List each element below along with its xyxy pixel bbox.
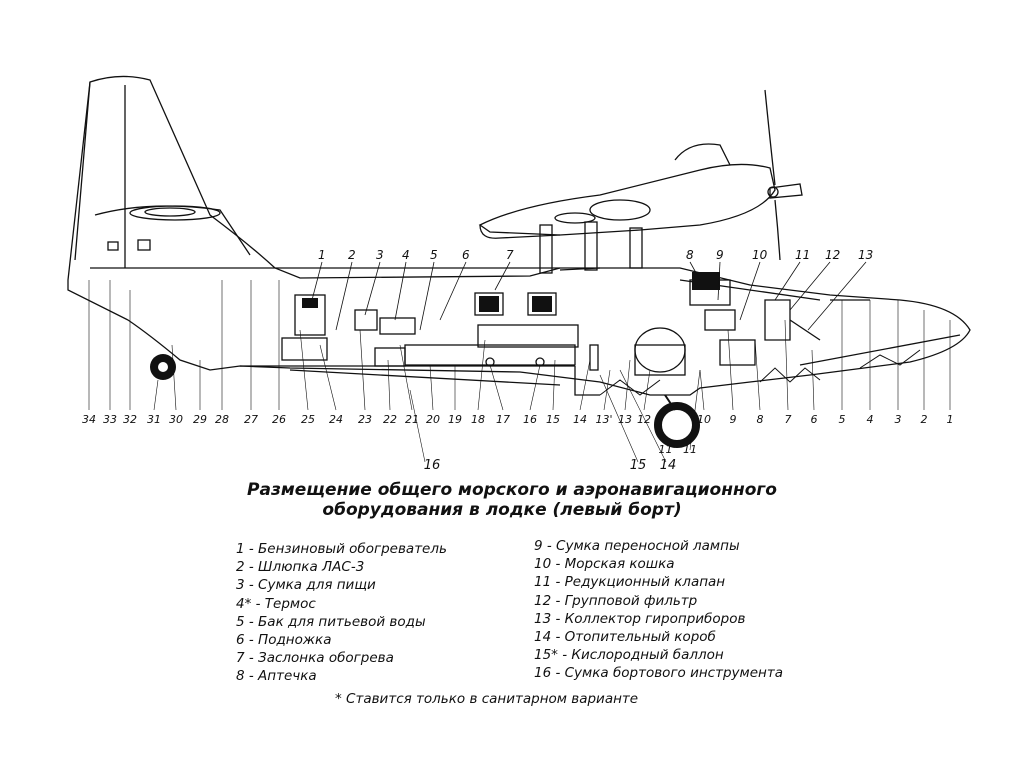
callout-bottom-20: 20	[426, 413, 440, 426]
footnote: * Ставится только в санитарном варианте	[335, 691, 639, 707]
callout-bottom-34: 34	[82, 413, 96, 426]
legend-item-2: 2 - Шлюпка ЛАС-3	[236, 559, 365, 576]
callout-bottom-4: 4	[867, 413, 874, 426]
callout-bottom-27: 27	[244, 413, 258, 426]
callout-14-lower: 14	[660, 458, 677, 473]
legend-item-15: 15* - Кислородный баллон	[534, 647, 724, 664]
window-right	[532, 296, 552, 312]
legend-item-4: 4* - Термос	[236, 595, 316, 612]
hull-outline	[67, 75, 971, 396]
callout-bottom-23: 23	[358, 413, 372, 426]
legend-item-5: 5 - Бак для питьевой воды	[236, 613, 426, 630]
callout-11-lower: 11	[683, 443, 697, 456]
callout-11prime: 11'	[658, 443, 675, 456]
callout-top-7: 7	[506, 248, 514, 262]
legend-right: 9 - Сумка переносной лампы 10 - Морская …	[534, 537, 783, 683]
callout-top-11: 11	[795, 248, 810, 262]
callout-bottom-29: 29	[193, 413, 207, 426]
callout-bottom-8: 8	[757, 413, 764, 426]
callout-bottom-19: 19	[448, 413, 462, 426]
callout-bottom-5: 5	[839, 413, 846, 426]
legend-item-6: 6 - Подножка	[236, 632, 332, 649]
legend-item-11: 11 - Редукционный клапан	[534, 574, 726, 591]
callout-bottom-1: 1	[947, 413, 954, 426]
callout-top-10: 10	[752, 248, 768, 262]
callout-bottom-18: 18	[471, 413, 485, 426]
engine-nacelle	[478, 163, 776, 236]
callout-top-5: 5	[430, 248, 438, 262]
figure-title-line2: оборудования в лодке (левый борт)	[322, 500, 682, 520]
callout-bottom-7: 7	[785, 413, 792, 426]
legend-item-8: 8 - Аптечка	[236, 668, 317, 685]
callout-bottom-26: 26	[272, 413, 286, 426]
callout-top-6: 6	[462, 248, 470, 262]
callout-bottom-6: 6	[811, 413, 818, 426]
legend-item-16: 16 - Сумка бортового инструмента	[534, 665, 783, 682]
legend-item-10: 10 - Морская кошка	[534, 556, 675, 573]
callout-bottom-2: 2	[921, 413, 928, 426]
callout-bottom-21: 21	[405, 413, 419, 426]
callout-top-3: 3	[376, 248, 384, 262]
callout-top-1: 1	[318, 248, 326, 262]
callout-bottom-32: 32	[123, 413, 137, 426]
callout-top-8: 8	[686, 248, 694, 262]
callout-bottom-13: 13	[618, 413, 632, 426]
callout-bottom-28: 28	[215, 413, 229, 426]
legend-item-9: 9 - Сумка переносной лампы	[534, 538, 740, 554]
callout-top-13: 13	[858, 248, 873, 262]
callout-bottom-10: 10	[697, 413, 711, 426]
callout-bottom-16: 16	[523, 413, 537, 426]
callout-bottom-17: 17	[496, 413, 510, 426]
callout-15-lower: 15	[630, 458, 647, 473]
legend-item-7: 7 - Заслонка обогрева	[236, 650, 394, 667]
callout-bottom-9: 9	[730, 413, 737, 426]
legend-item-1: 1 - Бензиновый обогреватель	[236, 541, 447, 557]
callout-bottom-33: 33	[103, 413, 117, 426]
callout-bottom-13prime: 13'	[595, 413, 612, 426]
callout-top-4: 4	[402, 248, 410, 262]
callout-top-12: 12	[825, 248, 840, 262]
callout-16-lower: 16	[424, 458, 441, 473]
callout-bottom-22: 22	[383, 413, 397, 426]
callout-bottom-14: 14	[573, 413, 587, 426]
legend-item-12: 12 - Групповой фильтр	[534, 592, 698, 609]
callout-bottom-12: 12	[637, 413, 651, 426]
callout-bottom-3: 3	[895, 413, 902, 426]
callout-bottom-24: 24	[329, 413, 343, 426]
callout-top-2: 2	[348, 248, 356, 262]
legend-item-13: 13 - Коллектор гироприборов	[534, 610, 746, 627]
main-wheel	[654, 402, 700, 448]
callout-bottom-30: 30	[169, 413, 183, 426]
window-left	[479, 296, 499, 312]
propeller	[764, 89, 803, 261]
callout-top-9: 9	[716, 248, 724, 262]
callout-bottom-15: 15	[546, 413, 560, 426]
legend-left: 1 - Бензиновый обогреватель 2 - Шлюпка Л…	[236, 540, 447, 686]
callout-bottom-25: 25	[301, 413, 315, 426]
figure-title-line1: Размещение общего морского и аэронавигац…	[247, 480, 777, 500]
legend-item-3: 3 - Сумка для пищи	[236, 577, 376, 594]
legend-item-14: 14 - Отопительный короб	[534, 629, 716, 646]
callout-bottom-31: 31	[147, 413, 161, 426]
